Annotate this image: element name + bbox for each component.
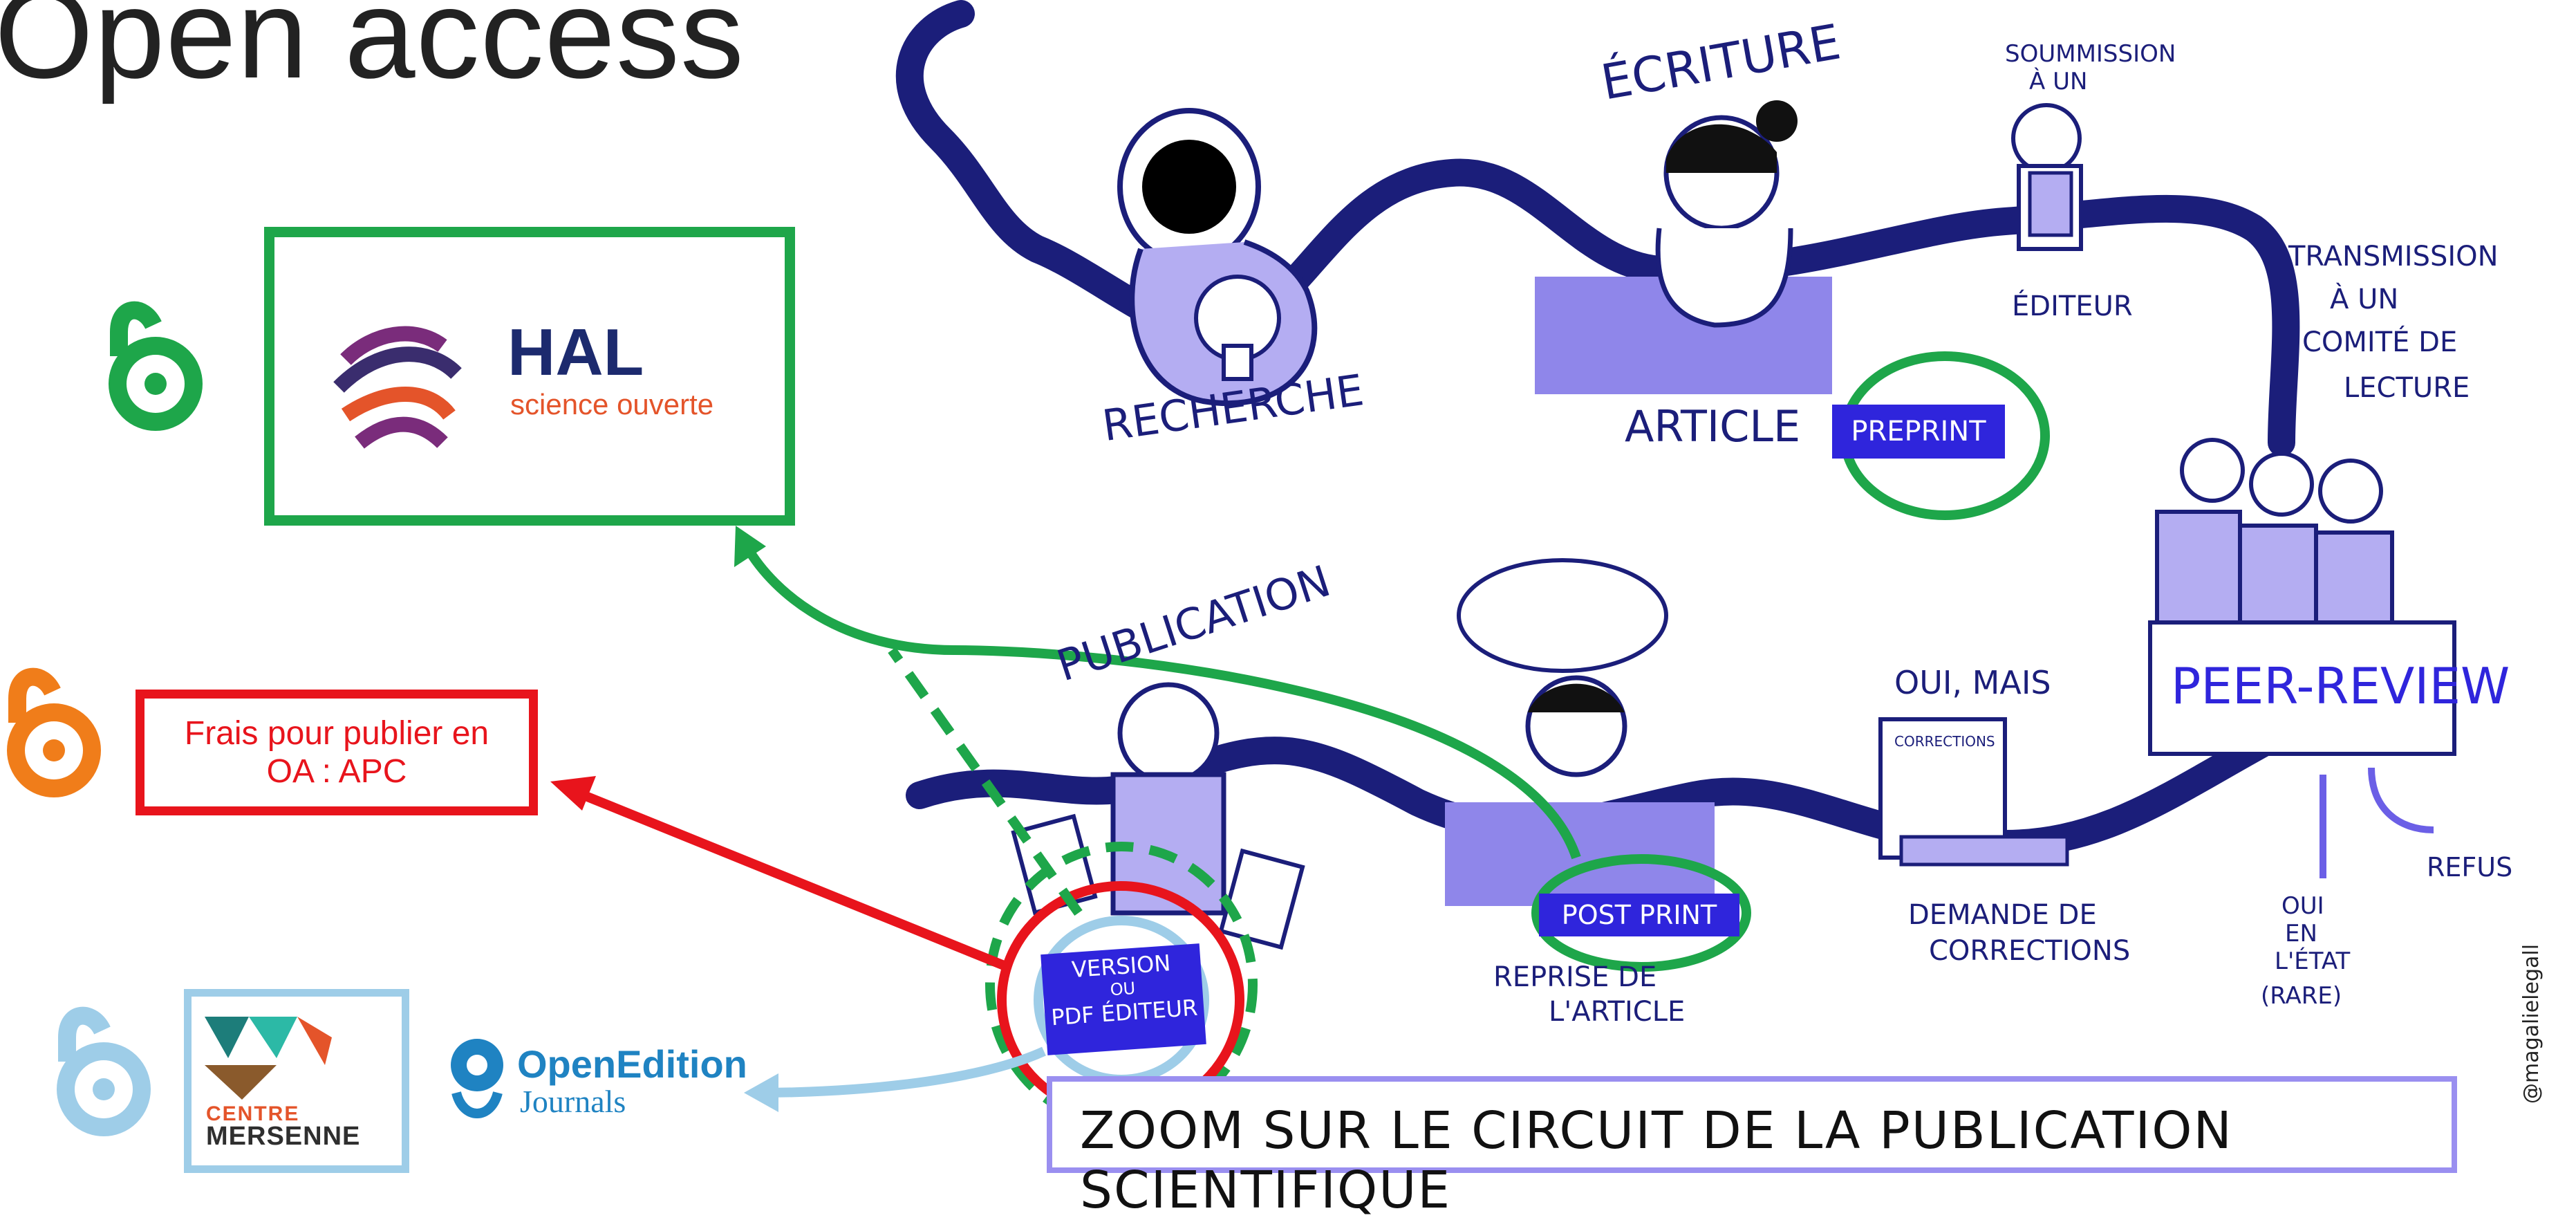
- hal-logo-box: [264, 227, 795, 526]
- openedition-sub: Journals: [520, 1084, 626, 1119]
- mersenne-name: MERSENNE: [206, 1122, 361, 1151]
- openedition-name: OpenEdition: [517, 1042, 747, 1086]
- label-demande-2: CORRECTIONS: [1929, 935, 2131, 967]
- mersenne-logo-box: [184, 989, 409, 1173]
- label-oui-mais: OUI, MAIS: [1894, 664, 2051, 701]
- post-print-chip: POST PRINT: [1539, 894, 1739, 936]
- label-oui-1: OUI: [2281, 892, 2324, 920]
- apc-line-1: Frais pour publier en: [184, 714, 489, 752]
- slide-title: Open access: [0, 0, 745, 104]
- postprint-to-hal-arrow: [742, 544, 1581, 860]
- label-corrections-paper: CORRECTIONS: [1894, 733, 1995, 750]
- open-access-orange-icon: [7, 667, 101, 797]
- open-access-green-icon: [109, 301, 203, 431]
- author-credit: @magalielegall: [2519, 943, 2544, 1104]
- eye-lightbulb-icon: [1117, 108, 1318, 407]
- label-transmission-1: TRANSMISSION: [2288, 241, 2499, 272]
- version-to-openedition-arrow: [760, 1046, 1046, 1098]
- label-editeur: ÉDITEUR: [2012, 290, 2133, 322]
- version-to-hal-dashed-arrow: [888, 647, 1083, 916]
- label-oui-2: EN: [2285, 920, 2317, 948]
- apc-box: Frais pour publier en OA : APC: [136, 690, 538, 815]
- postprint-highlight: [1531, 854, 1751, 972]
- label-demande-1: DEMANDE DE: [1908, 899, 2097, 931]
- version-green-dashed-highlight: [985, 842, 1258, 1128]
- banner-title: ZOOM SUR LE CIRCUIT DE LA PUBLICATION SC…: [1080, 1101, 2233, 1220]
- hal-tagline: science ouverte: [510, 388, 714, 420]
- label-reprise-2: L'ARTICLE: [1549, 996, 1686, 1028]
- label-soumission-1: SOUMMISSION: [2005, 40, 2176, 68]
- openedition-logo-icon: [451, 1039, 503, 1118]
- reviewers-figure: [2148, 438, 2456, 756]
- label-refus: REFUS: [2427, 852, 2513, 882]
- mersenne-logo-icon: [205, 1017, 332, 1100]
- writing-figure: [1535, 100, 1832, 394]
- label-oui-4: (RARE): [2261, 982, 2342, 1010]
- label-oui-3: L'ÉTAT: [2275, 948, 2351, 975]
- version-chip: VERSION OU PDF ÉDITEUR: [1040, 943, 1206, 1055]
- version-to-apc-arrow: [565, 784, 1013, 973]
- corrections-paper: [1878, 717, 2069, 867]
- postprint-writer-figure: [1445, 558, 1715, 906]
- label-soumission-2: À UN: [2029, 68, 2088, 95]
- mersenne-centre: CENTRE: [206, 1102, 300, 1125]
- editor-figure: [2011, 103, 2083, 251]
- preprint-chip: PREPRINT: [1832, 405, 2005, 459]
- hal-name: HAL: [507, 315, 644, 389]
- open-access-lightblue-icon: [57, 1006, 151, 1136]
- illustration: [7, 0, 2456, 1136]
- label-transmission-3: COMITÉ DE: [2302, 326, 2458, 358]
- label-peer-review: PEER-REVIEW: [2171, 657, 2510, 715]
- label-transmission-4: LECTURE: [2344, 372, 2470, 404]
- label-reprise-1: REPRISE DE: [1493, 961, 1657, 993]
- label-article: ARTICLE: [1625, 401, 1801, 452]
- apc-line-2: OA : APC: [266, 753, 407, 790]
- hal-logo-icon: [333, 326, 462, 449]
- label-transmission-2: À UN: [2330, 284, 2399, 315]
- banner-box: [1047, 1076, 2457, 1173]
- road-path: [895, 0, 2300, 456]
